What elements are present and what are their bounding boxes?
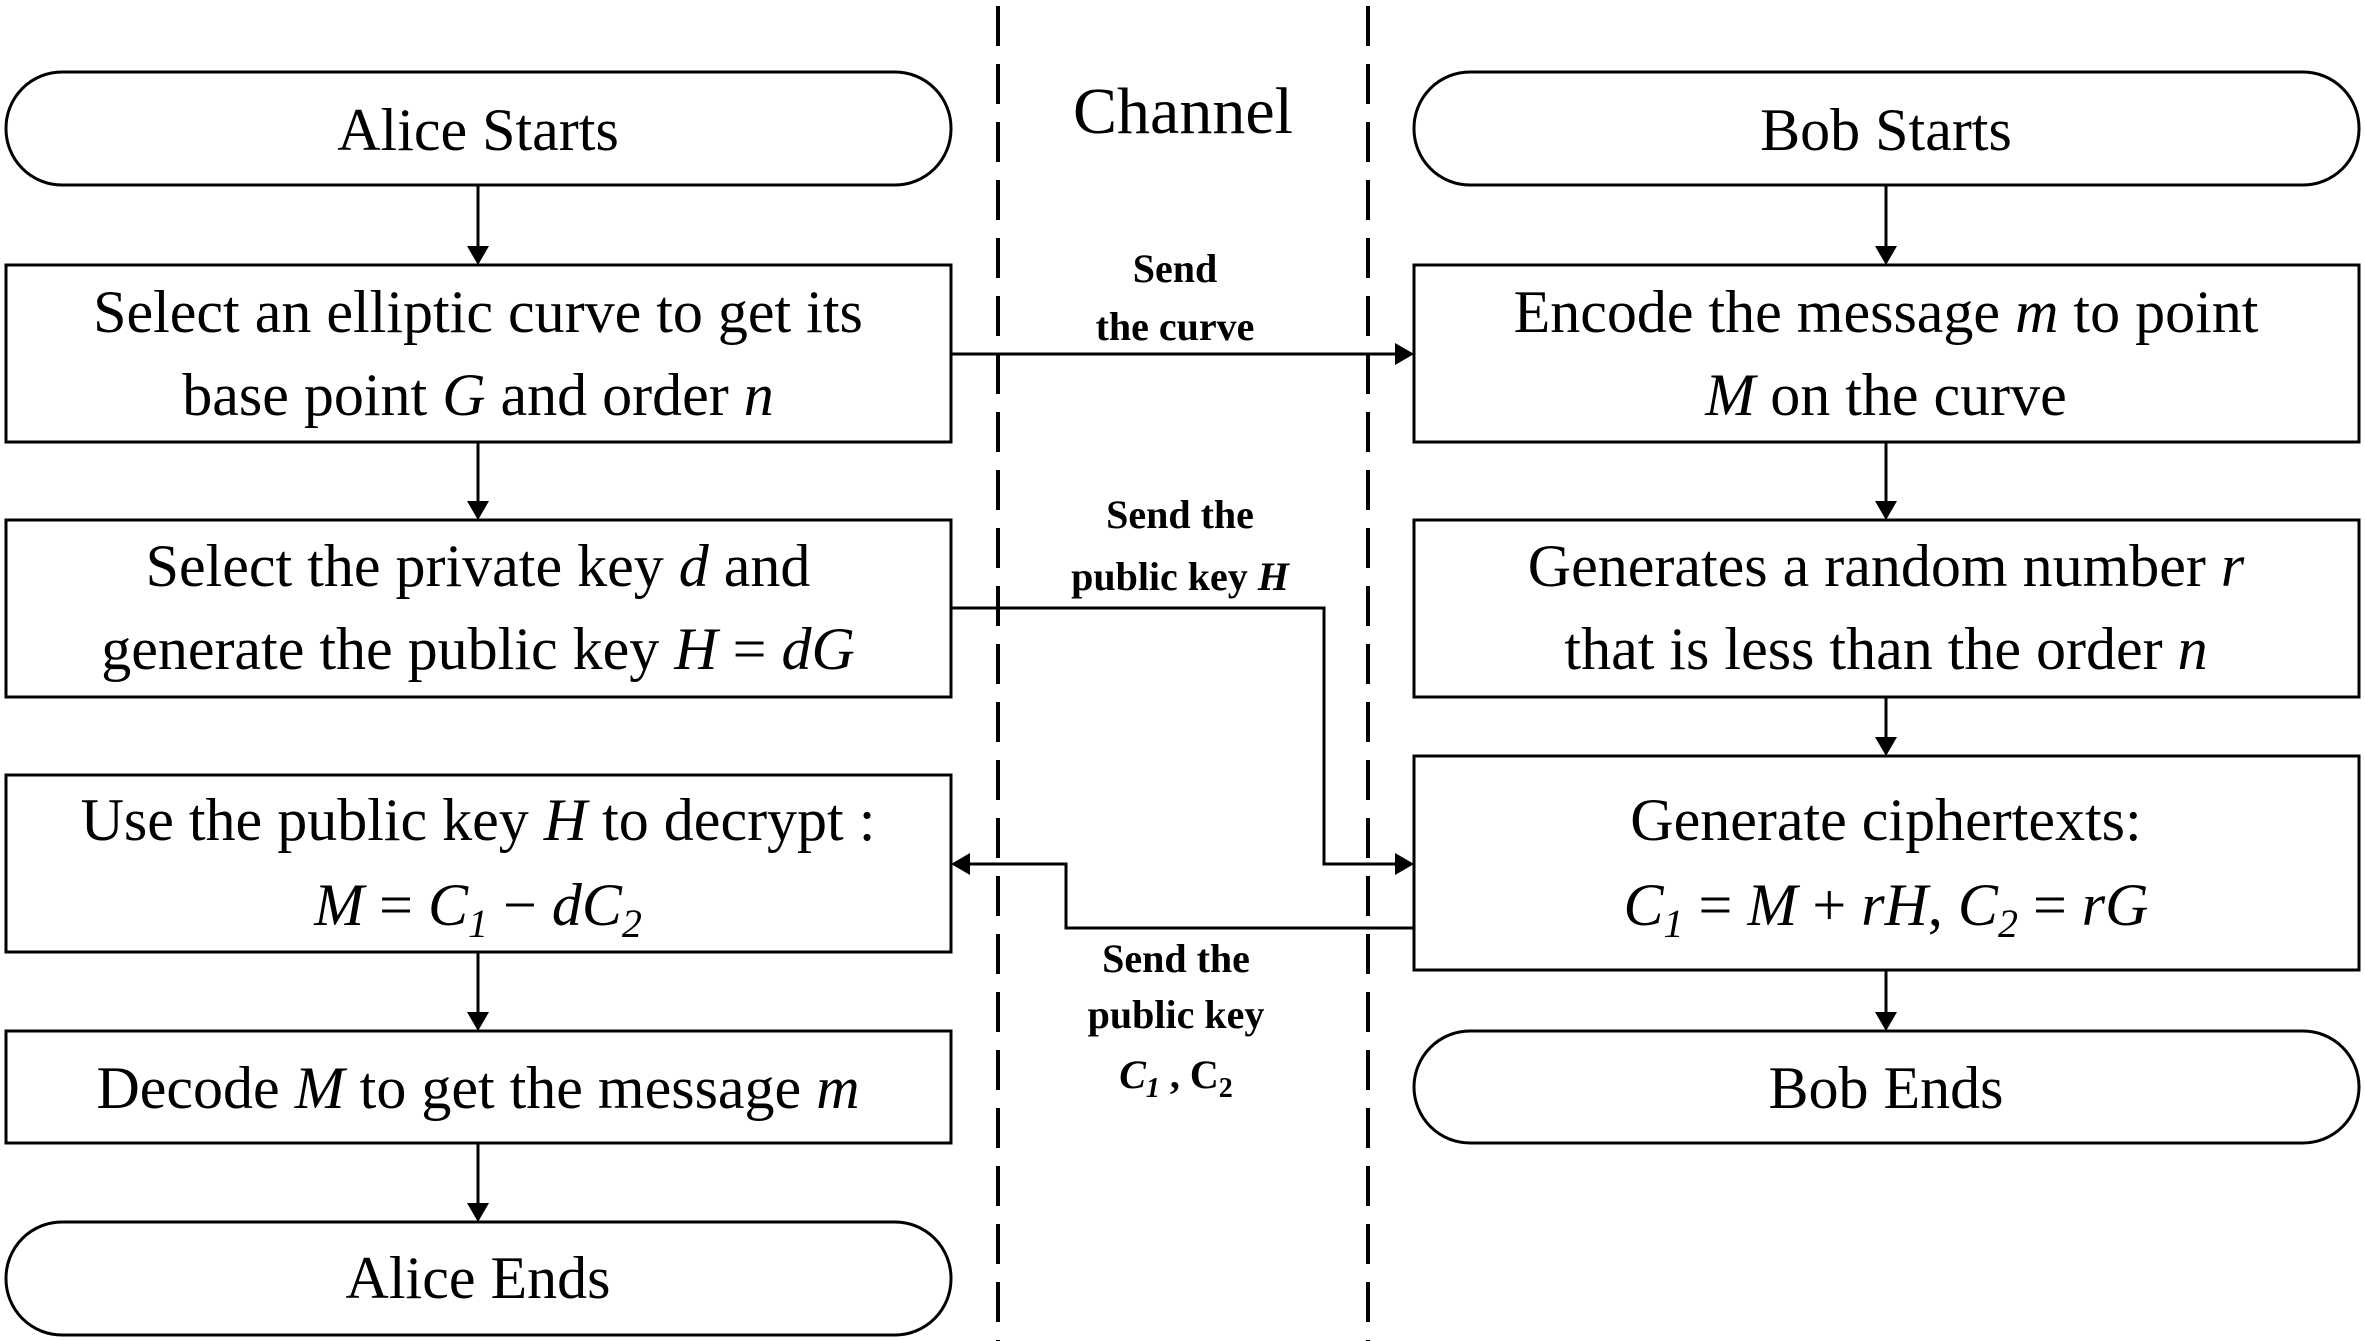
alice-decrypt-node: Use the public key H to decrypt : M = C1… [4, 773, 953, 954]
alice-decode-node: Decode M to get the message m [4, 1029, 953, 1145]
svg-text:Select the private key d and: Select the private key d and [146, 533, 811, 599]
svg-text:Send the: Send the [1106, 492, 1254, 537]
alice-select-keys-node: Select the private key d and generate th… [4, 518, 953, 699]
svg-text:Bob Starts: Bob Starts [1760, 97, 2012, 163]
svg-text:Generate ciphertexts:: Generate ciphertexts: [1630, 787, 2141, 853]
svg-text:that is less than the order n: that is less than the order n [1564, 616, 2207, 682]
channel-label: Channel [1073, 75, 1293, 148]
svg-text:Alice Ends: Alice Ends [346, 1245, 611, 1311]
svg-text:public key H: public key H [1071, 554, 1291, 599]
svg-text:Send: Send [1133, 246, 1218, 291]
svg-text:public key: public key [1088, 992, 1265, 1037]
svg-text:the curve: the curve [1096, 304, 1255, 349]
svg-text:C1 , C2: C1 , C2 [1119, 1052, 1233, 1104]
svg-text:Send the: Send the [1102, 936, 1250, 981]
send-public-key-arrow [951, 606, 1414, 875]
bob-ciphertext-node: Generate ciphertexts: C1 = M + rH, C2 = … [1412, 754, 2361, 972]
svg-text:Generates a random number r: Generates a random number r [1528, 533, 2245, 599]
svg-text:M = C1 − dC2: M = C1 − dC2 [313, 872, 642, 946]
svg-text:Bob Ends: Bob Ends [1768, 1055, 2003, 1121]
svg-text:Encode the message m to point: Encode the message m to point [1514, 279, 2259, 345]
bob-encode-node: Encode the message m to point M on the c… [1412, 263, 2361, 444]
alice-flow-arrows [467, 185, 489, 1222]
bob-end-node: Bob Ends [1412, 1029, 2361, 1145]
bob-random-node: Generates a random number r that is less… [1412, 518, 2361, 699]
send-ciphertexts-label: Send the public key C1 , C2 [1088, 936, 1265, 1104]
send-curve-arrow [951, 343, 1414, 365]
svg-text:M on the curve: M on the curve [1704, 362, 2067, 428]
bob-start-node: Bob Starts [1412, 70, 2361, 187]
send-ciphertexts-arrow [951, 853, 1414, 930]
svg-text:Decode M to get the message m: Decode M to get the message m [96, 1055, 859, 1121]
alice-start-node: Alice Starts [4, 70, 953, 187]
svg-text:Select an elliptic curve to ge: Select an elliptic curve to get its [93, 279, 863, 345]
svg-text:Use the public key H to decryp: Use the public key H to decrypt : [81, 787, 876, 853]
alice-end-node: Alice Ends [4, 1220, 953, 1337]
alice-select-curve-node: Select an elliptic curve to get its base… [4, 263, 953, 444]
bob-flow-arrows [1875, 185, 1897, 1031]
svg-text:base point G and order n: base point G and order n [182, 362, 774, 428]
svg-text:C1 = M + rH, C2 = rG: C1 = M + rH, C2 = rG [1624, 872, 2149, 946]
svg-text:generate the public key H = dG: generate the public key H = dG [101, 616, 855, 682]
send-public-key-label: Send the public key H [1071, 492, 1291, 599]
svg-text:Alice Starts: Alice Starts [337, 97, 619, 163]
send-curve-label: Send the curve [1096, 246, 1255, 349]
